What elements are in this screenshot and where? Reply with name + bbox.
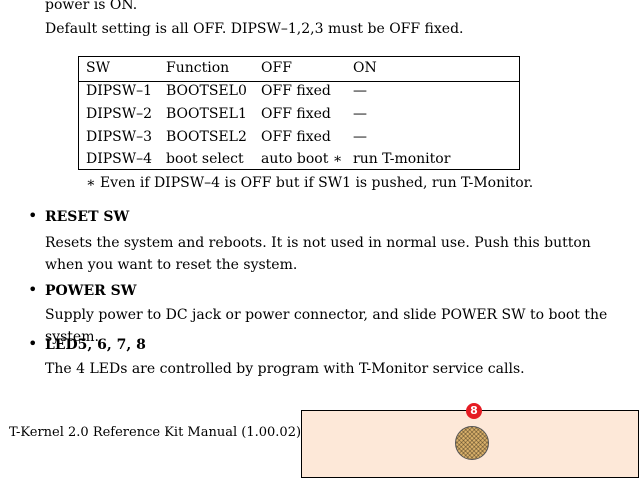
table-cell: DIPSW–4	[86, 151, 153, 167]
table-header-cell: ON	[353, 60, 377, 76]
table-header-row: SW Function OFF ON	[79, 57, 519, 82]
table-header-cell: SW	[86, 60, 110, 76]
intro-line-2: Default setting is all OFF. DIPSW–1,2,3 …	[45, 21, 464, 37]
table-cell: BOOTSEL0	[166, 83, 247, 99]
table-header-cell: Function	[166, 60, 230, 76]
bullet-icon: •	[28, 206, 38, 225]
bullet-icon: •	[28, 280, 38, 299]
table-cell: OFF fixed	[261, 83, 331, 99]
table-cell: DIPSW–3	[86, 129, 153, 145]
led-disc-icon	[455, 426, 489, 460]
page-footer: T-Kernel 2.0 Reference Kit Manual (1.00.…	[9, 425, 332, 440]
section-heading-reset-sw: RESET SW	[45, 209, 130, 225]
table-cell: —	[353, 106, 367, 122]
section-body-leds: The 4 LEDs are controlled by program wit…	[45, 361, 525, 377]
table-cell: DIPSW–2	[86, 106, 153, 122]
section-body-reset-sw: Resets the system and reboots. It is not…	[45, 235, 591, 273]
table-cell: OFF fixed	[261, 106, 331, 122]
table-cell: run T-monitor	[353, 151, 451, 167]
bullet-icon: •	[28, 334, 38, 353]
table-cell: —	[353, 129, 367, 145]
dip-switch-table: SW Function OFF ON DIPSW–1 BOOTSEL0 OFF …	[78, 56, 520, 170]
table-cell: OFF fixed	[261, 129, 331, 145]
intro-line-1: power is ON.	[45, 0, 138, 13]
table-header-cell: OFF	[261, 60, 292, 76]
section-heading-leds: LED5, 6, 7, 8	[45, 337, 146, 353]
callout-number-badge: 8	[466, 403, 482, 419]
section-body-power-sw: Supply power to DC jack or power connect…	[45, 307, 608, 345]
table-cell: auto boot ∗	[261, 151, 343, 167]
table-cell: boot select	[166, 151, 244, 167]
table-cell: BOOTSEL1	[166, 106, 247, 122]
table-cell: —	[353, 83, 367, 99]
table-cell: DIPSW–1	[86, 83, 153, 99]
table-cell: BOOTSEL2	[166, 129, 247, 145]
table-footnote: ∗ Even if DIPSW–4 is OFF but if SW1 is p…	[86, 175, 534, 191]
section-heading-power-sw: POWER SW	[45, 283, 137, 299]
